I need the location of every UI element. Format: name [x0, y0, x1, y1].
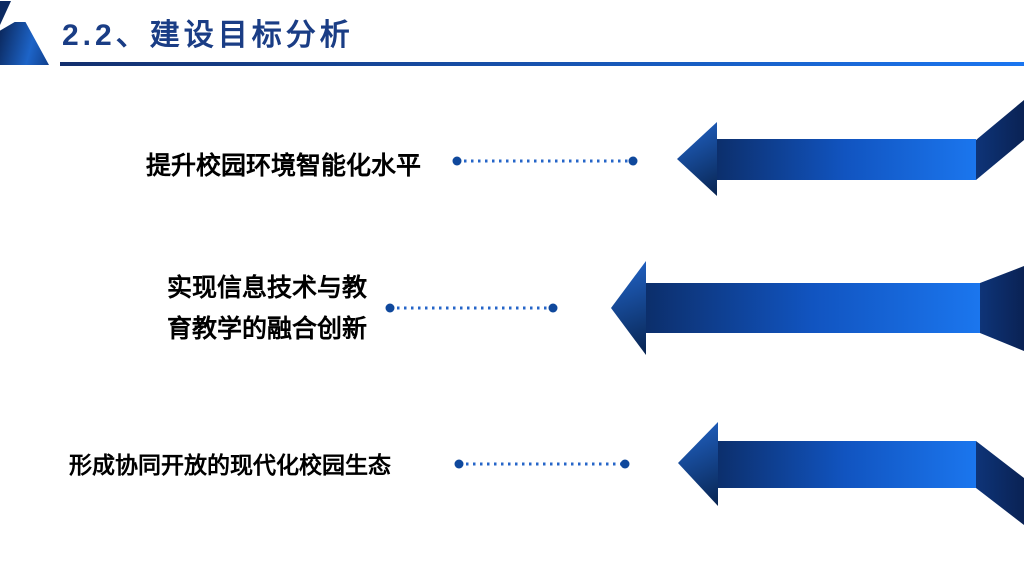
goal-label-2: 实现信息技术与教 育教学的融合创新 — [167, 268, 367, 350]
leader-1-start-dot — [452, 156, 462, 166]
arrow-1 — [677, 100, 1024, 196]
goal-label-1: 提升校园环境智能化水平 — [146, 151, 421, 181]
arrow-3 — [678, 422, 1024, 525]
title-underline — [60, 62, 1024, 66]
arrow-2-shaft — [644, 283, 980, 333]
arrow-3-fold — [976, 441, 1024, 525]
leader-2-end-dot — [548, 303, 558, 313]
slide-title: 2.2、建设目标分析 — [62, 19, 354, 52]
arrow-1-shaft — [714, 139, 976, 180]
leader-2-start-dot — [385, 303, 395, 313]
leader-1-end-dot — [628, 156, 638, 166]
corner-sliver-shape — [0, 1, 11, 25]
arrow-2-head — [611, 261, 646, 355]
goal-label-2-line2: 育教学的融合创新 — [167, 315, 368, 343]
goal-label-1-line: 提升校园环境智能化水平 — [146, 152, 422, 180]
arrow-1-head — [677, 122, 717, 196]
leader-3-start-dot — [454, 459, 464, 469]
arrow-2 — [611, 261, 1024, 355]
leader-line-3 — [454, 459, 630, 469]
goal-label-2-line1: 实现信息技术与教 — [167, 274, 368, 302]
leader-line-1 — [452, 156, 638, 166]
goal-label-3: 形成协同开放的现代化校园生态 — [69, 452, 391, 480]
goal-label-3-line: 形成协同开放的现代化校园生态 — [69, 452, 391, 478]
leader-line-2 — [385, 303, 558, 313]
arrow-3-shaft — [714, 441, 976, 488]
arrow-2-fold — [980, 266, 1024, 351]
leader-3-end-dot — [620, 459, 630, 469]
arrow-1-fold — [976, 100, 1024, 180]
arrow-3-head — [678, 422, 718, 506]
